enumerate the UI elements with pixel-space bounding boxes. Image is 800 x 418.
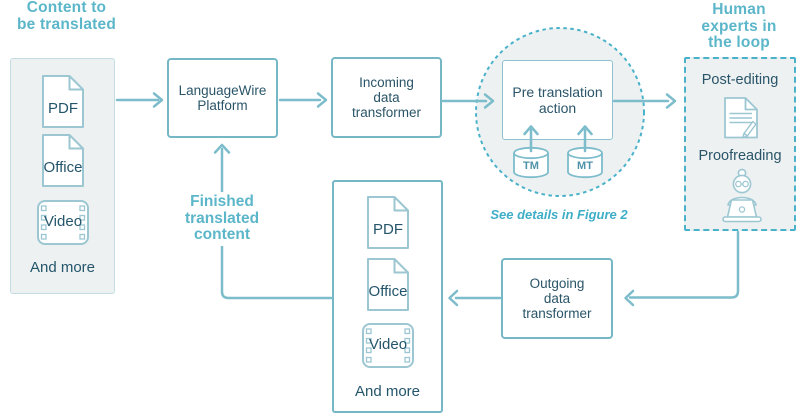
pdf-label: PDF	[48, 100, 78, 117]
translated-output-panel: PDF Office Video And more	[332, 180, 443, 413]
document-edit-icon	[724, 97, 758, 139]
incoming-line-1: Incoming	[359, 75, 414, 90]
content-to-translate-panel: PDF Office Video And more	[10, 58, 115, 294]
document-icon	[367, 258, 409, 311]
arrow-incoming-to-pretranslation	[441, 93, 495, 109]
output-office-item: Office	[366, 257, 410, 312]
output-office-label: Office	[368, 283, 408, 300]
output-panel-footer: And more	[354, 383, 421, 400]
outgoing-line-2: data	[543, 291, 571, 306]
platform-line-1: LanguageWire	[178, 83, 267, 98]
tm-database-label: TM	[523, 160, 539, 172]
video-icon	[362, 323, 414, 368]
document-icon	[42, 75, 84, 128]
arrow-content-to-platform	[115, 92, 164, 108]
outgoing-line-3: transformer	[522, 306, 592, 321]
pdf-file-item: PDF	[41, 74, 85, 129]
incoming-line-2: data	[373, 90, 400, 105]
post-editing-label: Post-editing	[701, 72, 779, 88]
output-video-label: Video	[368, 336, 408, 353]
pretranslation-line-2: action	[538, 100, 577, 116]
output-pdf-label: PDF	[373, 221, 403, 238]
human-heading-line-3: the loop	[708, 34, 770, 51]
pre-translation-action-box: Pre translation action	[502, 60, 613, 140]
document-icon	[42, 134, 84, 187]
proofreading-label: Proofreading	[698, 148, 782, 164]
left-heading-line-1: Content to	[26, 0, 107, 16]
finished-line-1: Finished	[190, 193, 254, 210]
human-heading-line-1: Human	[712, 1, 766, 18]
arrow-platform-to-incoming	[278, 92, 328, 108]
human-panel-heading: Human experts in the loop	[678, 1, 800, 52]
human-heading-line-2: experts in	[701, 17, 777, 35]
left-panel-footer: And more	[29, 259, 96, 276]
left-heading-line-2: be translated	[16, 15, 117, 33]
video-file-item: Video	[36, 199, 90, 246]
finished-line-3: content	[194, 226, 250, 243]
left-panel-heading: Content to be translated	[0, 0, 133, 33]
pretranslation-line-1: Pre translation	[512, 84, 603, 100]
office-file-item: Office	[41, 133, 85, 188]
finished-line-2: translated	[184, 209, 260, 227]
person-laptop-icon	[722, 168, 762, 223]
video-icon	[37, 200, 89, 245]
outgoing-line-1: Outgoing	[529, 276, 585, 291]
languagewire-platform-box: LanguageWire Platform	[167, 58, 278, 138]
arrow-human-to-outgoing	[624, 230, 740, 307]
arrow-pretranslation-to-human	[612, 93, 677, 109]
outgoing-data-transformer-box: Outgoing data transformer	[501, 258, 613, 339]
mt-database-label: MT	[577, 160, 593, 172]
incoming-line-3: transformer	[351, 105, 422, 120]
office-label: Office	[43, 159, 83, 176]
output-pdf-item: PDF	[366, 195, 410, 250]
platform-line-2: Platform	[197, 98, 248, 113]
video-label: Video	[43, 213, 83, 230]
output-video-item: Video	[361, 322, 415, 369]
human-experts-panel: Post-editing Proofreading	[684, 57, 796, 231]
arrow-outgoing-to-output	[448, 289, 502, 307]
incoming-data-transformer-box: Incoming data transformer	[331, 57, 442, 138]
finished-content-label: Finished translated content	[172, 192, 272, 246]
figure-caption: See details in Figure 2	[490, 207, 628, 222]
document-icon	[367, 196, 409, 249]
